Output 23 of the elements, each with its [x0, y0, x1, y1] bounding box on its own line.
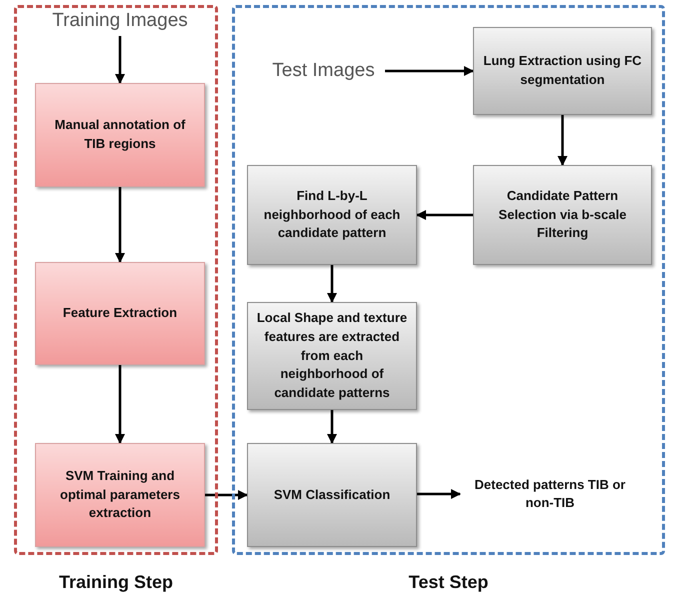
process-box: SVM Training and optimal parameters extraction — [35, 443, 205, 547]
process-box: Feature Extraction — [35, 262, 205, 365]
text-label: Detected patterns TIB or non-TIB — [460, 472, 640, 516]
process-box: Candidate Pattern Selection via b-scale Filtering — [473, 165, 652, 265]
process-box: Local Shape and texture features are extracted from each neighborhood of candidate patterns — [247, 302, 417, 410]
arrow — [327, 265, 337, 303]
arrow — [385, 66, 474, 76]
process-box: SVM Classification — [247, 443, 417, 547]
process-box: Lung Extraction using FC segmentation — [473, 27, 652, 115]
arrow — [115, 36, 125, 84]
process-box: Find L-by-L neighborhood of each candidate pattern — [247, 165, 417, 265]
arrow — [558, 115, 568, 166]
text-label: Test Images — [262, 57, 385, 85]
arrow — [115, 187, 125, 263]
arrow — [416, 210, 473, 220]
arrow — [327, 410, 337, 444]
group-heading: Test Step — [408, 571, 490, 594]
arrow — [115, 365, 125, 444]
group-heading: Training Step — [58, 571, 174, 594]
arrow — [417, 489, 461, 499]
arrow — [205, 490, 248, 500]
text-label: Training Images — [30, 6, 210, 36]
process-box: Manual annotation of TIB regions — [35, 83, 205, 187]
